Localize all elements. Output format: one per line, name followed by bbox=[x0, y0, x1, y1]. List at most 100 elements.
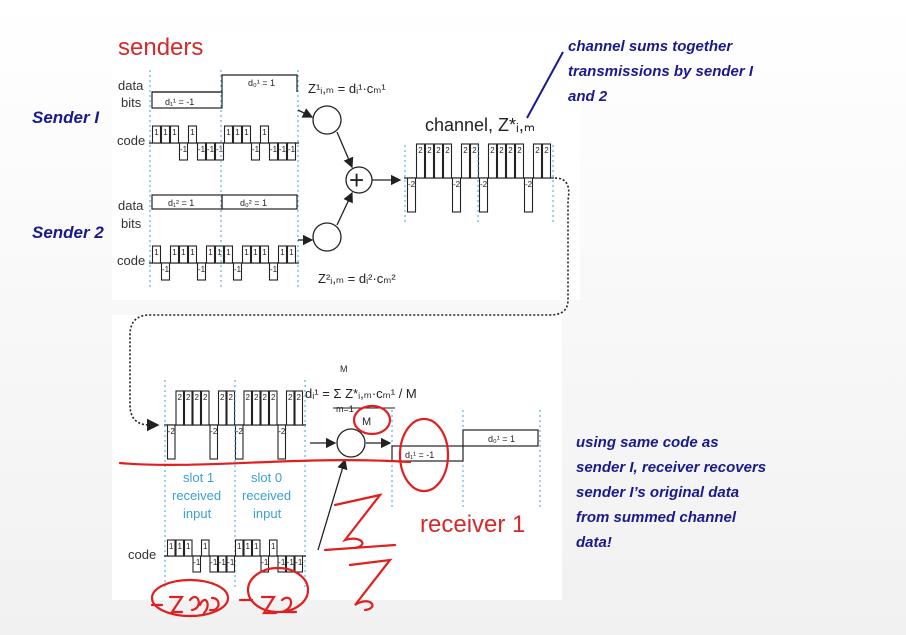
s1-code-chip bbox=[259, 125, 270, 144]
received-chip-label: 2 bbox=[297, 393, 302, 402]
arrow-mult2-to-adder bbox=[336, 191, 353, 226]
s2-code-chip bbox=[268, 262, 279, 281]
s2-code-chip bbox=[259, 245, 270, 264]
channel-chip bbox=[514, 143, 525, 179]
received-chip bbox=[200, 390, 210, 426]
recv-code-chip bbox=[200, 539, 210, 557]
s2-code-chip-label: 1 bbox=[226, 248, 231, 257]
output-waveform bbox=[391, 429, 539, 462]
s1-code-chip bbox=[160, 125, 171, 144]
recv-code-chip bbox=[277, 555, 287, 573]
recv-code-chip bbox=[234, 539, 244, 557]
channel-pointer-line bbox=[526, 51, 564, 119]
channel-label: channel, Z*ᵢ,ₘ bbox=[425, 115, 535, 135]
slot0-label-line2: received bbox=[242, 488, 291, 503]
channel-chip bbox=[478, 177, 489, 213]
channel-chip-label: -2 bbox=[408, 180, 416, 189]
channel-chip bbox=[541, 143, 552, 179]
s2-code-chip-label: 1 bbox=[208, 248, 213, 257]
s1-code-chip-label: -1 bbox=[270, 145, 278, 154]
recv-code-chip-label: 1 bbox=[203, 542, 208, 551]
s1-code-chip bbox=[169, 125, 180, 144]
channel-chip-label: 2 bbox=[436, 146, 441, 155]
recv-code-chip bbox=[217, 555, 227, 573]
recv-code-chip-label: -1 bbox=[278, 558, 286, 567]
channel-chip bbox=[487, 143, 498, 179]
recv-code-chip-label: -1 bbox=[193, 558, 201, 567]
s2-code-chip-label: -1 bbox=[162, 265, 170, 274]
s1-code-chip-label: -1 bbox=[252, 145, 260, 154]
channel-chip-label: -2 bbox=[480, 180, 488, 189]
s2-code-chip bbox=[214, 245, 225, 264]
note-top-line2: transmissions by sender I bbox=[568, 63, 754, 80]
senders-title: senders bbox=[118, 34, 203, 61]
received-chip bbox=[268, 390, 278, 426]
recv-code-chip bbox=[294, 555, 304, 573]
slot1-label-line1: slot 1 bbox=[183, 470, 214, 485]
decode-sum-top: M bbox=[340, 364, 348, 374]
received-chip bbox=[175, 390, 185, 426]
s1-data-label: data bbox=[118, 78, 144, 93]
received-chip bbox=[294, 390, 304, 426]
note-bottom-line5: data! bbox=[576, 534, 612, 551]
slot0-label-line3: input bbox=[253, 506, 282, 521]
note-bottom-line4: from summed channel bbox=[576, 509, 737, 526]
channel-chip bbox=[415, 143, 426, 179]
s2-multiplier bbox=[312, 222, 342, 252]
s2-code-chip-label: 1 bbox=[280, 248, 285, 257]
received-chip bbox=[166, 424, 176, 460]
channel-chip bbox=[451, 177, 462, 213]
s1-code-label: code bbox=[117, 133, 145, 148]
channel-chip bbox=[523, 177, 534, 213]
s1-multiplier bbox=[312, 105, 342, 135]
recv-code-chip-label: -1 bbox=[295, 558, 303, 567]
s2-code-chip-label: 1 bbox=[181, 248, 186, 257]
channel-chip-label: 2 bbox=[544, 146, 549, 155]
s2-code-chip bbox=[169, 245, 180, 264]
recv-code-chip-label: -1 bbox=[261, 558, 269, 567]
channel-chip bbox=[532, 143, 543, 179]
channel-chip-label: 2 bbox=[490, 146, 495, 155]
received-chip bbox=[183, 390, 193, 426]
received-chip bbox=[277, 424, 287, 460]
s1-code-chip bbox=[241, 125, 252, 144]
s2-code-chip bbox=[187, 245, 198, 264]
received-chip-label: 2 bbox=[246, 393, 251, 402]
channel-chip bbox=[442, 143, 453, 179]
out-d1-label: d₁¹ = -1 bbox=[405, 450, 434, 460]
s1-code-chip-label: 1 bbox=[226, 128, 231, 137]
recv-code-chip bbox=[260, 555, 270, 573]
received-chip-label: 2 bbox=[178, 393, 183, 402]
receiver-label: receiver 1 bbox=[420, 511, 525, 538]
s1-code-chip bbox=[232, 125, 243, 144]
s2-code-chip-label: 1 bbox=[253, 248, 258, 257]
s1-formula: Z¹ᵢ,ₘ = dᵢ¹·cₘ¹ bbox=[308, 81, 386, 96]
decode-sum-bottom: m=1 bbox=[336, 404, 354, 414]
s2-code-label: code bbox=[117, 253, 145, 268]
s2-code-chip-label: -1 bbox=[198, 265, 206, 274]
received-chip-label: 2 bbox=[195, 393, 200, 402]
received-chip-label: 2 bbox=[220, 393, 225, 402]
s1-d1-label: d₁¹ = -1 bbox=[165, 97, 194, 107]
arrow-code-to-decoder bbox=[317, 458, 348, 551]
received-chip bbox=[243, 390, 253, 426]
received-chip-label: -2 bbox=[168, 427, 176, 436]
recv-code-chip bbox=[251, 539, 261, 557]
s1-code-chip-label: -1 bbox=[198, 145, 206, 154]
s1-code-chip bbox=[286, 142, 297, 161]
s1-d0-label: d₀¹ = 1 bbox=[248, 78, 275, 88]
s2-code-chip bbox=[205, 245, 216, 264]
received-chip-label: 2 bbox=[186, 393, 191, 402]
s1-code-chip bbox=[214, 142, 225, 161]
received-chip bbox=[260, 390, 270, 426]
s2-code-chip-label: 1 bbox=[244, 248, 249, 257]
recv-code-chip-label: -1 bbox=[227, 558, 235, 567]
s2-d0-label: d₀² = 1 bbox=[240, 198, 267, 208]
channel-chip bbox=[505, 143, 516, 179]
channel-chip-label: -2 bbox=[525, 180, 533, 189]
received-chip bbox=[285, 390, 295, 426]
s2-code-chip bbox=[223, 245, 234, 264]
s1-code-chip-label: 1 bbox=[163, 128, 168, 137]
